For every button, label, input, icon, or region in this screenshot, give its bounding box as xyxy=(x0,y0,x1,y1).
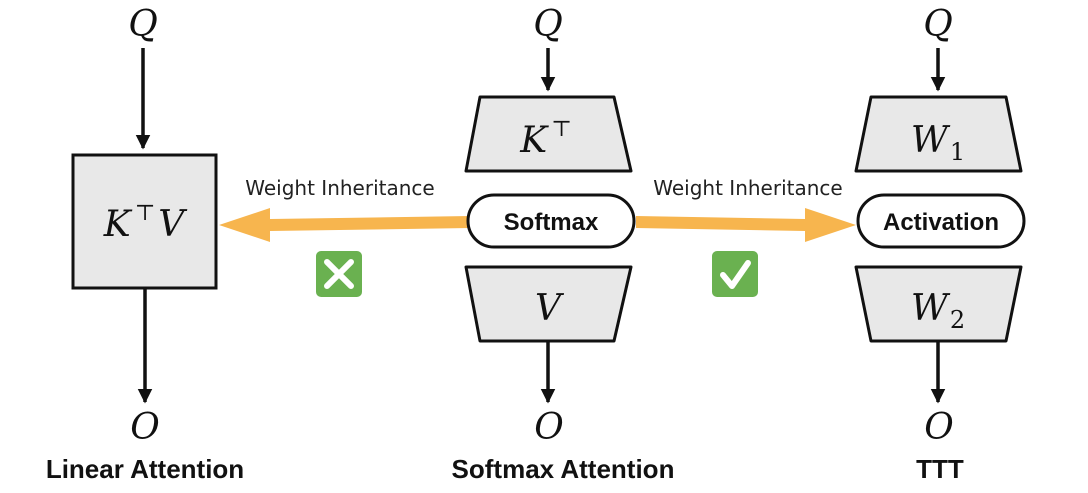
left-weight-inheritance-label: Weight Inheritance xyxy=(245,176,434,200)
ttt-column: Q W1 Activation W2 O TTT xyxy=(854,4,1026,484)
softmax-value-label: V xyxy=(535,288,565,329)
ttt-w1-main: W xyxy=(911,120,951,161)
cross-icon xyxy=(316,251,362,297)
linear-state-k: K xyxy=(103,204,133,245)
softmax-key-label: K⊤ xyxy=(519,117,572,161)
softmax-query-label: Q xyxy=(533,4,563,45)
ttt-w2-main: W xyxy=(911,288,951,329)
ttt-query-label: Q xyxy=(923,4,953,45)
activation-pill-label: Activation xyxy=(883,209,999,236)
ttt-w2-trapezoid xyxy=(854,265,1023,343)
ttt-w1-sub: 1 xyxy=(950,138,965,166)
linear-state-label: K⊤V xyxy=(103,201,189,245)
check-icon xyxy=(712,251,758,297)
activation-pill xyxy=(856,193,1026,249)
linear-attention-column: Q K⊤V O Linear Attention xyxy=(46,4,244,484)
ttt-w1-trapezoid xyxy=(854,95,1023,173)
ttt-w2-label: W2 xyxy=(911,288,965,334)
linear-query-label: Q xyxy=(128,4,158,45)
softmax-output-label: O xyxy=(534,407,564,448)
right-orange-arrow xyxy=(636,208,856,242)
softmax-value-trapezoid xyxy=(464,265,633,343)
left-orange-arrow xyxy=(219,208,470,242)
linear-state-transpose: ⊤ xyxy=(135,201,156,226)
softmax-attention-column: Q K⊤ Softmax V O Softmax Attention xyxy=(452,4,675,484)
ttt-w1-label: W1 xyxy=(911,120,965,166)
softmax-key-k: K xyxy=(519,120,549,161)
softmax-attention-caption: Softmax Attention xyxy=(452,454,675,484)
softmax-key-trapezoid xyxy=(464,95,633,173)
softmax-key-transpose: ⊤ xyxy=(551,117,572,142)
linear-attention-caption: Linear Attention xyxy=(46,454,244,484)
ttt-caption: TTT xyxy=(916,454,964,484)
ttt-w2-sub: 2 xyxy=(950,306,965,334)
weight-inheritance-left: Weight Inheritance xyxy=(219,176,470,297)
linear-state-v: V xyxy=(158,204,188,245)
softmax-pill-label: Softmax xyxy=(504,209,599,236)
weight-inheritance-right: Weight Inheritance xyxy=(636,176,856,297)
softmax-pill xyxy=(466,193,636,249)
linear-output-label: O xyxy=(130,407,160,448)
right-weight-inheritance-label: Weight Inheritance xyxy=(653,176,842,200)
ttt-output-label: O xyxy=(924,407,954,448)
